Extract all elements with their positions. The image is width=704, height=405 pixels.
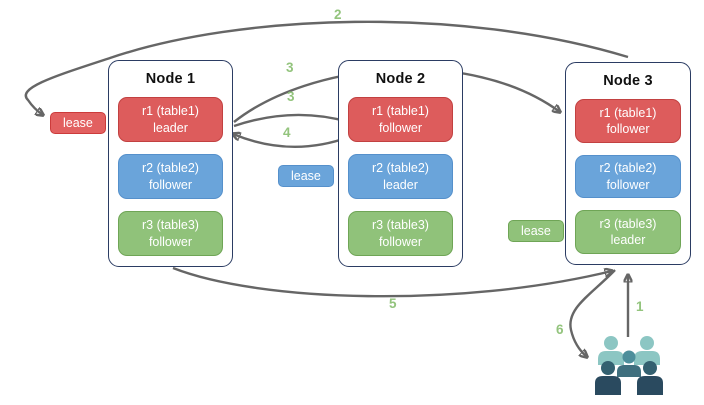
users-icon — [595, 336, 663, 395]
replica-name: r1 (table1) — [142, 104, 199, 119]
replica-node2-r1: r1 (table1) follower — [348, 97, 453, 142]
replica-role: leader — [610, 233, 646, 248]
replica-name: r3 (table3) — [142, 218, 199, 233]
replica-name: r2 (table2) — [142, 161, 199, 176]
replica-role: leader — [153, 120, 188, 135]
replica-name: r2 (table2) — [372, 161, 429, 176]
replica-node3-r2: r2 (table2) follower — [575, 154, 681, 199]
replica-node3-r3: r3 (table3) leader — [575, 210, 681, 255]
step-label-2: 2 — [334, 7, 342, 22]
replica-role: follower — [148, 234, 193, 249]
node-title: Node 3 — [603, 73, 653, 89]
replica-role: follower — [148, 177, 193, 192]
replica-role: follower — [606, 121, 650, 136]
replica-node1-r2: r2 (table2) follower — [118, 154, 223, 199]
replica-name: r1 (table1) — [372, 104, 429, 119]
replica-node3-r1: r1 (table1) follower — [575, 99, 681, 143]
step-label-5: 5 — [389, 296, 397, 311]
replica-name: r1 (table1) — [599, 105, 657, 120]
step-label-4: 4 — [283, 125, 291, 140]
node-title: Node 2 — [375, 71, 426, 87]
lease-badge-blue: lease — [278, 165, 334, 188]
node-box-2: Node 2 r1 (table1) follower r2 (table2) … — [338, 60, 463, 267]
replica-node1-r1: r1 (table1) leader — [118, 97, 223, 142]
node-box-3: Node 3 r1 (table1) follower r2 (table2) … — [565, 62, 691, 265]
step-label-6: 6 — [556, 322, 564, 337]
node-box-1: Node 1 r1 (table1) leader r2 (table2) fo… — [108, 60, 233, 267]
arrow-3-node1-to-node2 — [233, 113, 349, 128]
lease-badge-red: lease — [50, 112, 106, 135]
replica-name: r2 (table2) — [599, 161, 657, 176]
step-label-1: 1 — [636, 299, 644, 314]
arrow-2 — [24, 20, 629, 115]
replica-role: follower — [378, 120, 423, 135]
replica-role: leader — [383, 177, 418, 192]
replica-node2-r3: r3 (table3) follower — [348, 211, 453, 256]
arrow-4-node2-to-node1 — [233, 134, 350, 148]
node-title: Node 1 — [145, 71, 196, 87]
lease-badge-green: lease — [508, 220, 564, 243]
replica-name: r3 (table3) — [599, 216, 657, 231]
replica-role: follower — [378, 234, 423, 249]
replica-node2-r2: r2 (table2) leader — [348, 154, 453, 199]
replica-node1-r3: r3 (table3) follower — [118, 211, 223, 256]
step-label-3b: 3 — [287, 89, 295, 104]
step-label-3a: 3 — [286, 60, 294, 75]
replica-name: r3 (table3) — [372, 218, 429, 233]
arrow-6-node3-to-users — [569, 269, 616, 357]
replica-role: follower — [606, 177, 650, 192]
arrow-5-node1-to-node3 — [172, 268, 612, 298]
